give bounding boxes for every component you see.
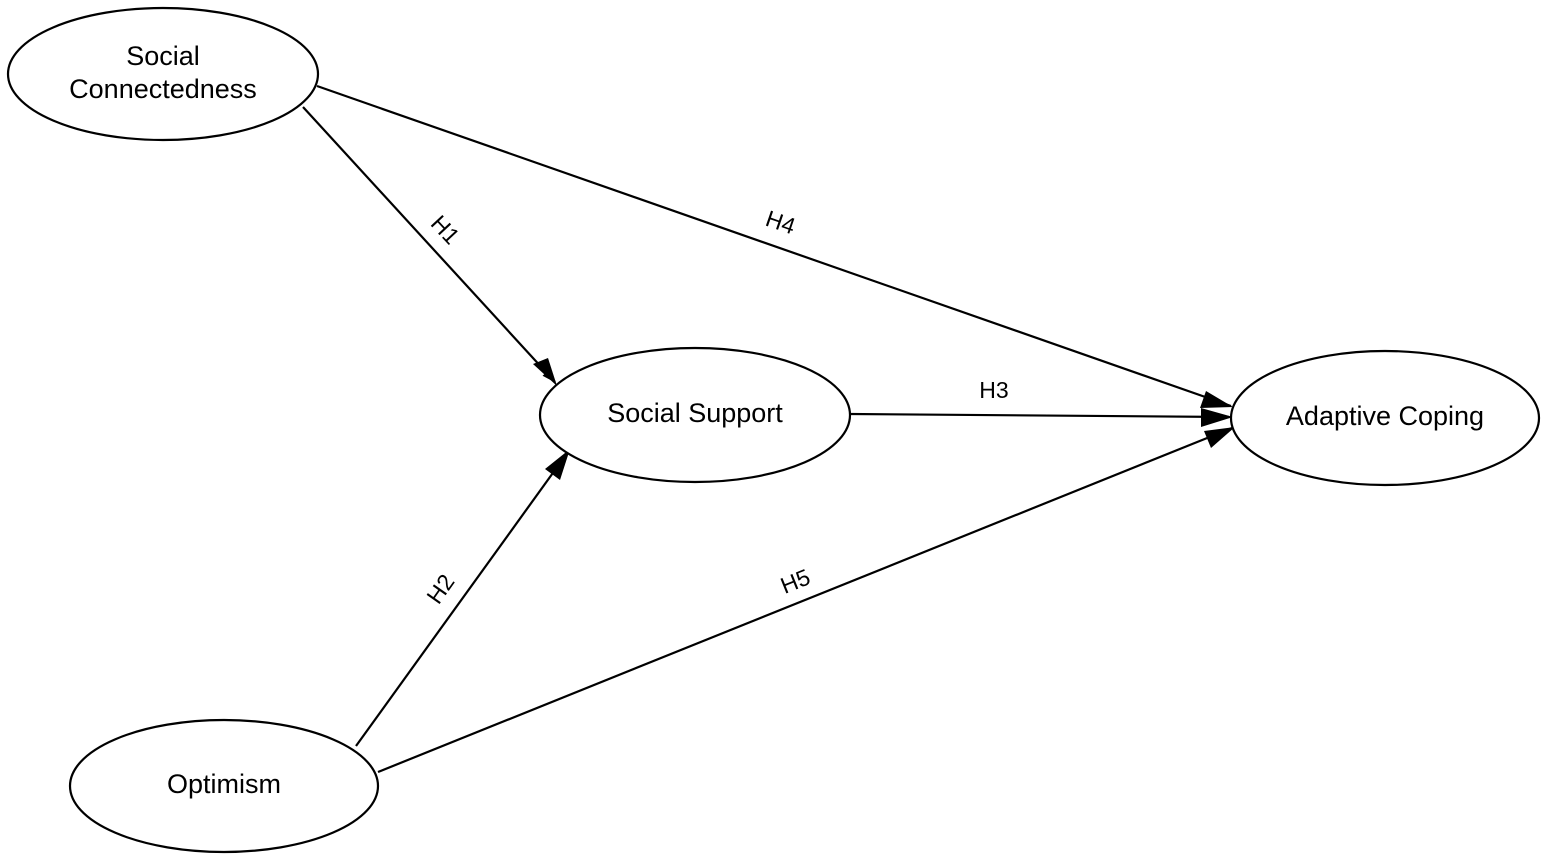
node-adaptive-coping-label: Adaptive Coping (1286, 401, 1484, 431)
edge-h2-arrow (355, 451, 569, 747)
edge-h3-arrowhead (1201, 408, 1233, 427)
edge-h1-arrowhead (533, 358, 557, 386)
node-social-connectedness-label-line1: Social (126, 41, 200, 71)
edge-h5-label: H5 (777, 564, 814, 599)
edge-h5-arrowhead (1204, 427, 1235, 448)
node-social-connectedness: Social Connectedness (6, 6, 320, 142)
edge-h3-arrow (849, 412, 1230, 419)
node-social-connectedness-label-line2: Connectedness (69, 74, 257, 104)
edge-h4-arrowhead (1200, 391, 1233, 408)
edge-h2-label: H2 (421, 569, 459, 608)
edge-h4-label: H4 (762, 205, 798, 239)
edge-h1-arrow (302, 106, 556, 383)
node-adaptive-coping: Adaptive Coping (1229, 349, 1541, 487)
edge-h3-label: H3 (979, 377, 1008, 403)
node-optimism: Optimism (68, 718, 380, 854)
edge-h4-arrow (316, 84, 1232, 408)
edge-h2-arrowhead (545, 449, 570, 480)
node-social-support-label: Social Support (607, 398, 783, 428)
edge-h5-arrow (377, 426, 1233, 774)
node-optimism-label: Optimism (167, 769, 281, 799)
node-social-support: Social Support (538, 346, 852, 484)
edge-h1-label: H1 (426, 210, 465, 249)
